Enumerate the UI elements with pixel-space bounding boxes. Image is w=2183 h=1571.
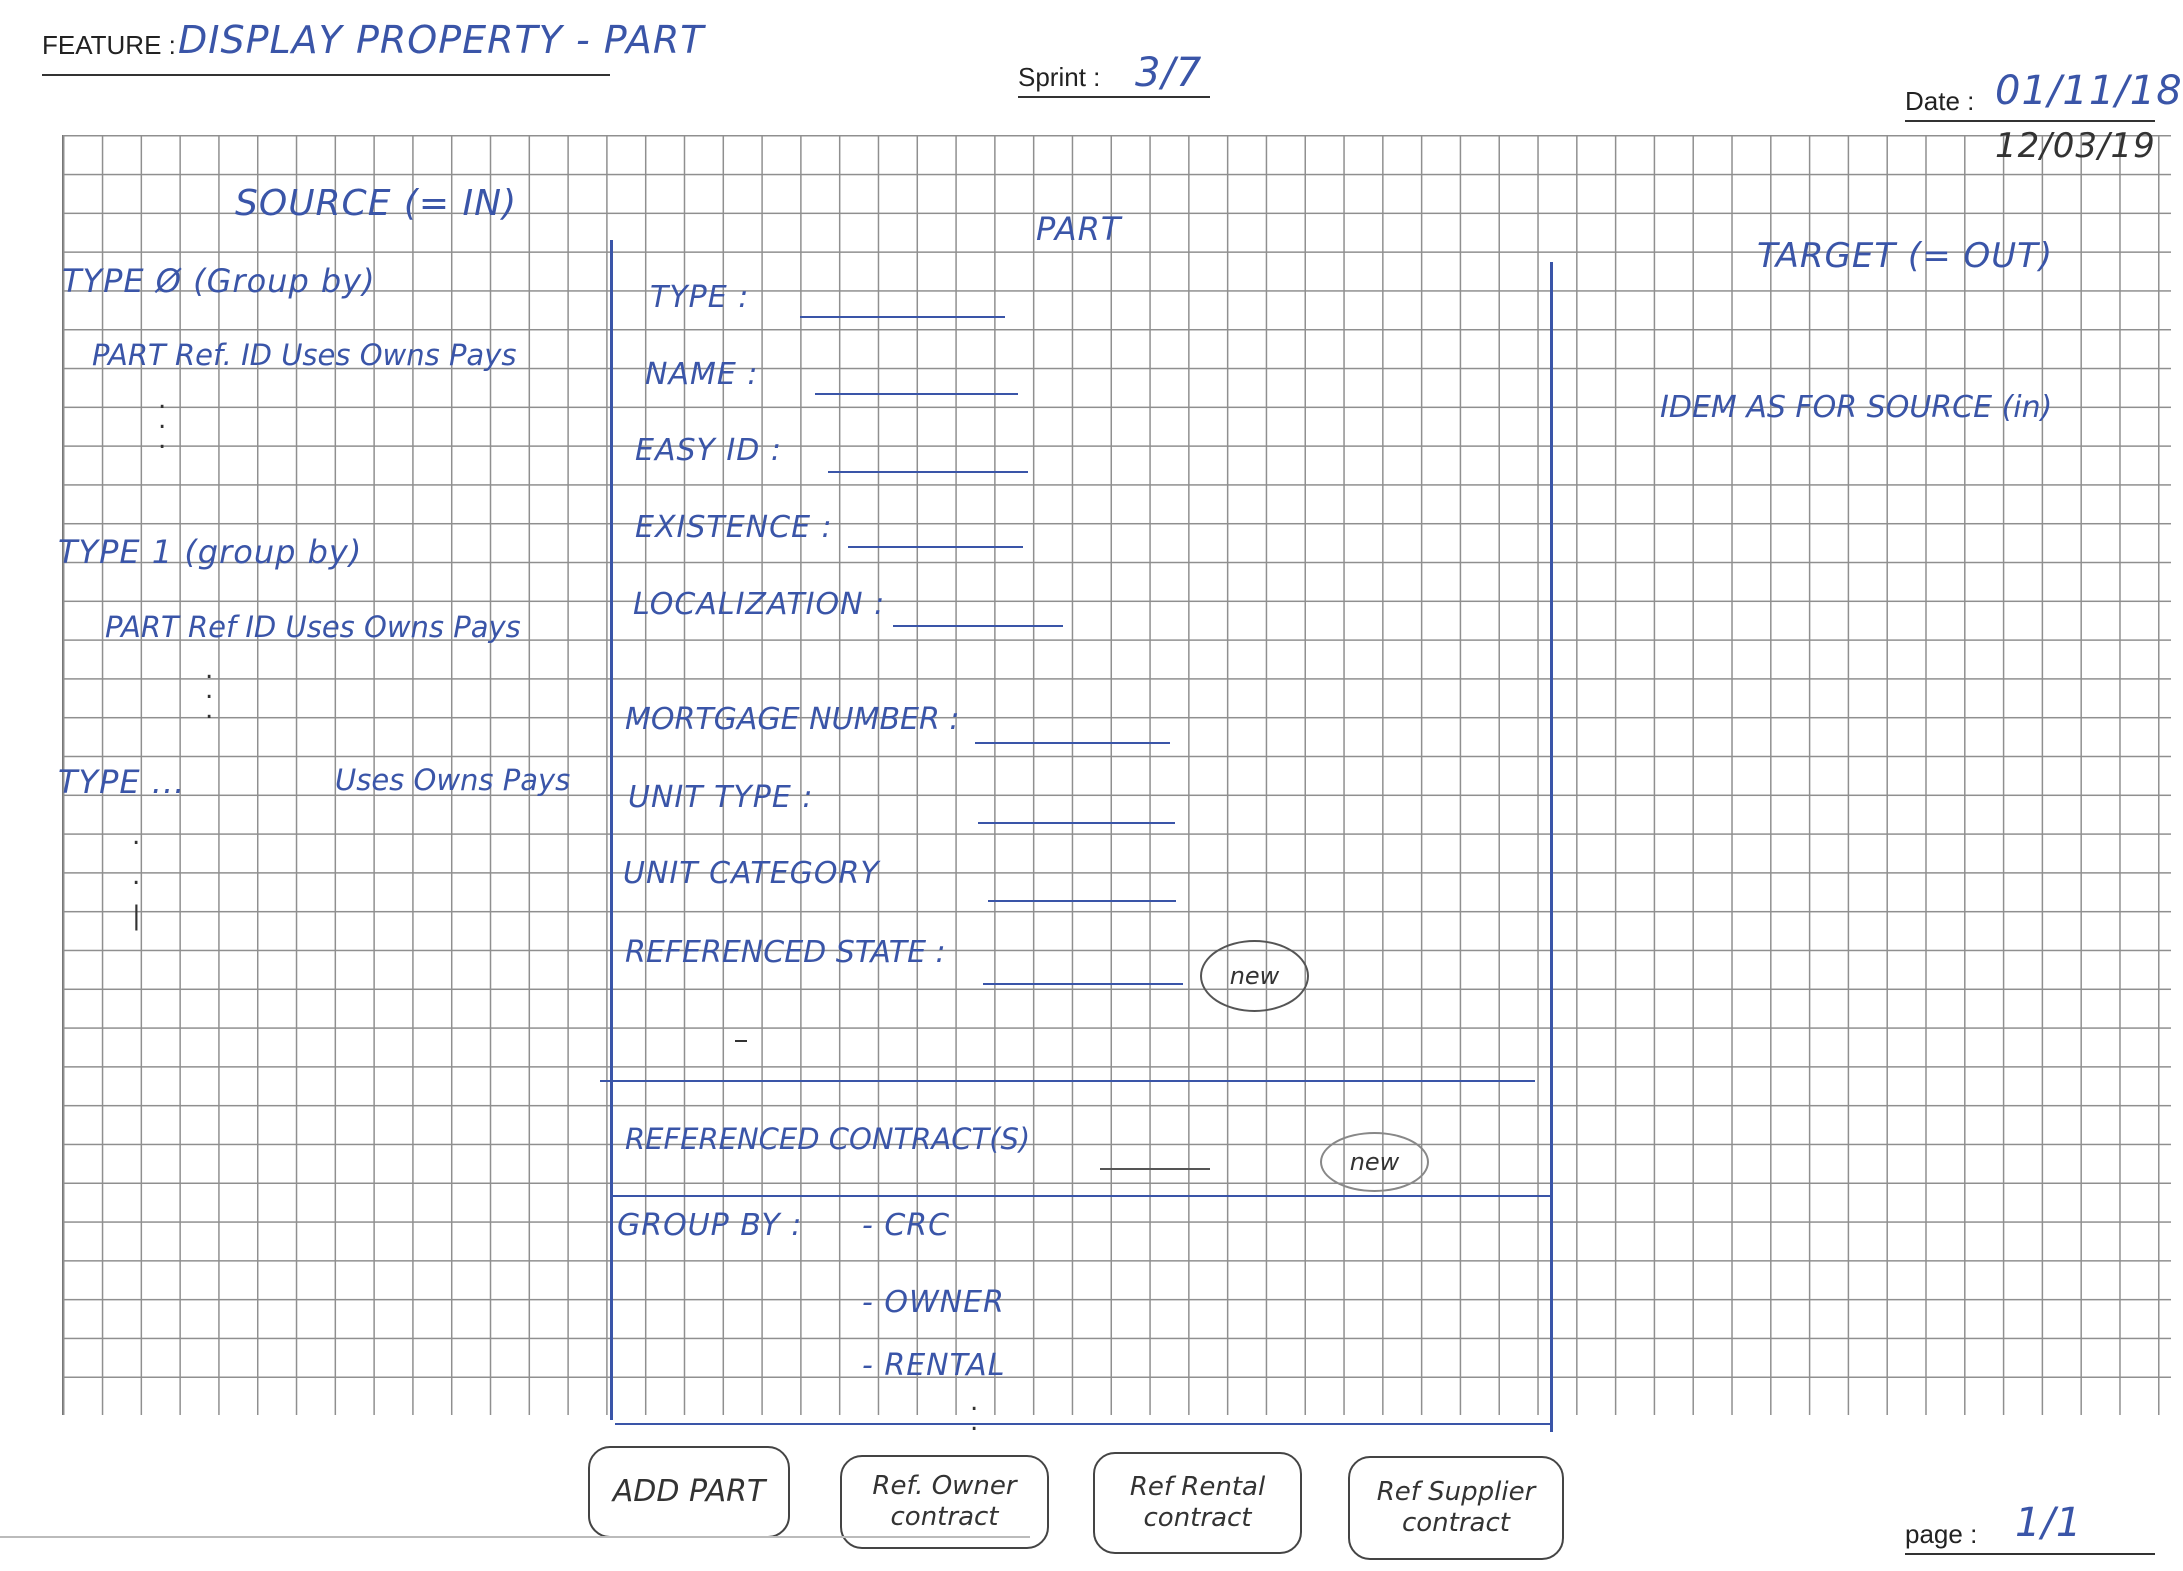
field-localization-value <box>893 625 1063 627</box>
source-type0: TYPE Ø (Group by) <box>62 262 376 300</box>
field-easyid-label: EASY ID : <box>635 433 782 468</box>
field-type-label: TYPE : <box>650 280 750 315</box>
source-ellipsis-n: ..| <box>132 821 141 931</box>
feature-label: FEATURE : <box>42 30 176 60</box>
field-mortgage-label: MORTGAGE NUMBER : <box>625 702 960 737</box>
group-by-option-owner: - OWNER <box>862 1285 1005 1320</box>
target-title: TARGET (= OUT) <box>1757 236 2054 276</box>
field-mortgage-value <box>975 742 1170 744</box>
ref-supplier-contract-button[interactable]: Ref Supplier contract <box>1348 1456 1564 1560</box>
field-name-label: NAME : <box>645 357 759 392</box>
field-localization-label: LOCALIZATION : <box>633 587 886 622</box>
source-typen-row: Uses Owns Pays <box>335 763 571 797</box>
field-unit-category-value <box>988 900 1176 902</box>
referenced-contracts-label: REFERENCED CONTRACT(S) <box>625 1122 1031 1156</box>
page-underline <box>1905 1553 2155 1555</box>
source-title: SOURCE (= IN) <box>235 183 518 224</box>
part-bottom-border <box>615 1423 1550 1425</box>
referenced-contracts-value <box>1100 1168 1210 1170</box>
group-by-label: GROUP BY : <box>617 1208 803 1243</box>
field-easyid-value <box>828 471 1028 473</box>
target-note: IDEM AS FOR SOURCE (in) <box>1660 390 2053 425</box>
ref-owner-contract-button[interactable]: Ref. Owner contract <box>840 1455 1049 1549</box>
date-value: 01/11/18 <box>1995 68 2183 114</box>
sprint-value: 3/7 <box>1135 50 1203 96</box>
group-by-option-rental: - RENTAL <box>862 1348 1006 1383</box>
source-type1-row: PART Ref ID Uses Owns Pays <box>105 610 521 644</box>
field-existence-value <box>848 546 1023 548</box>
group-by-option-crc: - CRC <box>862 1208 951 1243</box>
field-existence-label: EXISTENCE : <box>635 510 833 545</box>
ref-rental-contract-button[interactable]: Ref Rental contract <box>1093 1452 1302 1554</box>
source-ellipsis-0: ... <box>158 385 167 455</box>
feature-underline <box>42 74 610 76</box>
page-value: 1/1 <box>2015 1500 2083 1546</box>
source-type1: TYPE 1 (group by) <box>58 533 363 571</box>
sprint-underline <box>1018 96 1210 98</box>
page-label: page : <box>1905 1519 1978 1549</box>
part-title: PART <box>1036 210 1122 248</box>
source-typen: TYPE ... <box>58 763 186 801</box>
sprint-label: Sprint : <box>1018 62 1101 92</box>
part-divider-1 <box>600 1080 1535 1082</box>
field-unit-type-label: UNIT TYPE : <box>628 780 814 815</box>
new-badge-state: new <box>1200 940 1309 1012</box>
part-left-border <box>610 240 613 1420</box>
source-ellipsis-1: ... <box>205 655 214 725</box>
field-referenced-state-value <box>983 983 1183 985</box>
part-divider-2 <box>612 1195 1550 1197</box>
date-label: Date : <box>1905 86 1975 116</box>
field-unit-category-label: UNIT CATEGORY <box>623 856 880 891</box>
part-short-mark <box>735 1040 747 1042</box>
part-right-border <box>1550 262 1553 1432</box>
bottom-rule <box>0 1536 1030 1538</box>
field-type-value <box>800 316 1005 318</box>
grid-paper <box>62 135 2171 1415</box>
field-unit-type-value <box>978 822 1175 824</box>
field-name-value <box>815 393 1018 395</box>
add-part-button[interactable]: ADD PART <box>588 1446 790 1538</box>
date-underline <box>1905 120 2155 122</box>
source-type0-row: PART Ref. ID Uses Owns Pays <box>92 338 517 372</box>
feature-value: DISPLAY PROPERTY - PART <box>178 18 705 62</box>
group-by-ellipsis: .. <box>970 1387 979 1437</box>
field-referenced-state-label: REFERENCED STATE : <box>625 935 946 970</box>
new-badge-contracts: new <box>1320 1132 1429 1192</box>
date-value-2: 12/03/19 <box>1995 126 2156 166</box>
